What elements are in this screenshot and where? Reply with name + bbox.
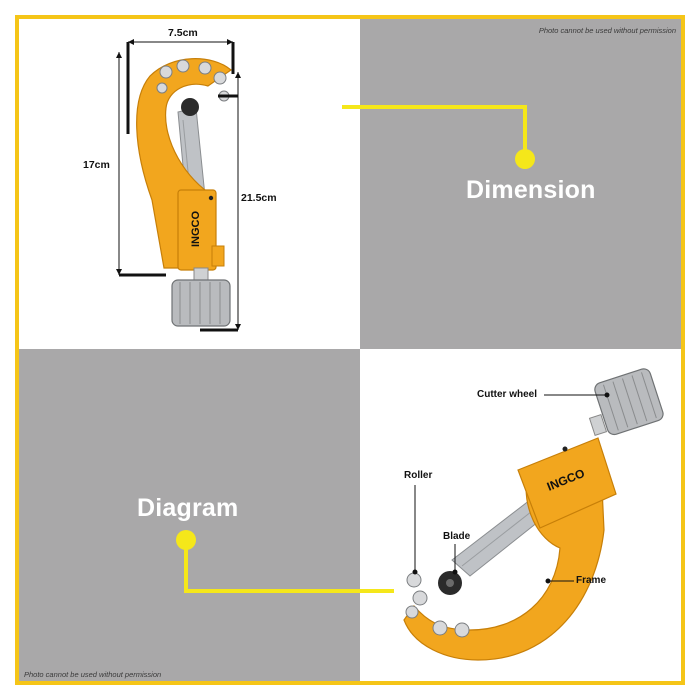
diagram-connector (176, 530, 394, 593)
dimension-title: Dimension (466, 176, 596, 204)
frame-label: Frame (576, 575, 607, 586)
diagram-label-panel (19, 349, 360, 681)
dimension-connector (342, 105, 535, 169)
blade-label: Blade (443, 531, 471, 542)
width-measurement: 7.5cm (168, 27, 198, 39)
diagram-tool-image (403, 368, 664, 661)
brand-logo-vertical: INGCO (190, 211, 202, 248)
permission-notice-bottom: Photo cannot be used without permission (24, 670, 162, 679)
dimension-lines (116, 39, 241, 332)
dimension-tool-image (136, 58, 232, 327)
dimension-label-panel (360, 19, 681, 349)
length-measurement: 21.5cm (241, 192, 277, 204)
permission-notice-top: Photo cannot be used without permission (538, 26, 676, 35)
cutter-wheel-label: Cutter wheel (477, 389, 538, 400)
part-leader-lines (412, 392, 610, 584)
height-measurement: 17cm (83, 159, 110, 171)
diagram-title: Diagram (137, 494, 239, 522)
yellow-frame-border (15, 15, 685, 685)
roller-label: Roller (404, 470, 433, 481)
